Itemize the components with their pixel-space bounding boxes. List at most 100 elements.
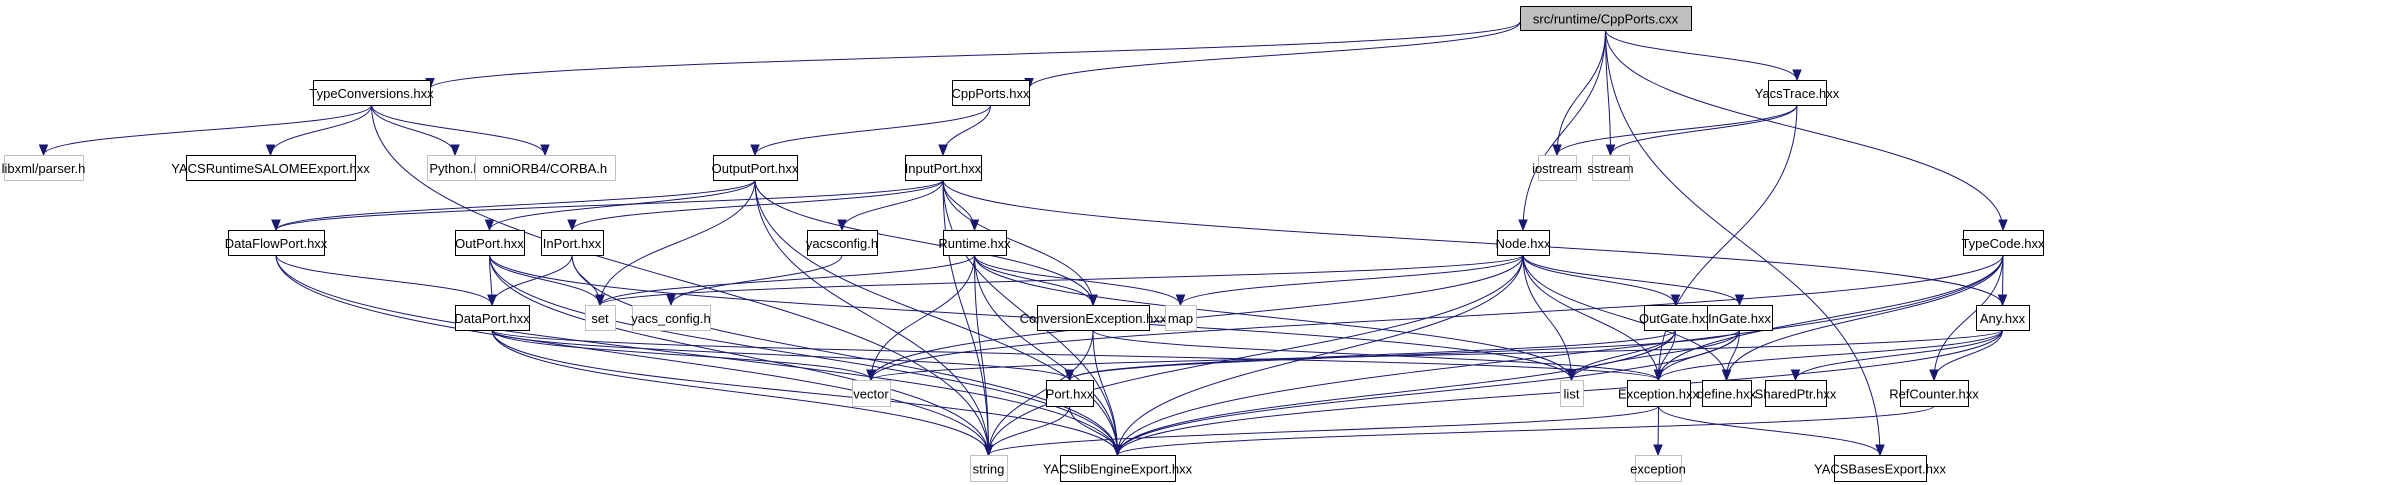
node-label: DataPort.hxx (454, 311, 530, 326)
node-OutGate[interactable]: OutGate.hxx (1639, 305, 1712, 331)
node-box[interactable] (905, 155, 982, 181)
arrowhead-InGate-to-list (1566, 369, 1577, 382)
arrowhead-TypeConversions-to-omniORB (540, 144, 550, 157)
node-DataFlowPort[interactable]: DataFlowPort.hxx (225, 230, 328, 256)
node-OutputPort[interactable]: OutputPort.hxx (712, 155, 799, 181)
node-TypeConversions[interactable]: TypeConversions.hxx (309, 80, 434, 106)
edge-Runtime-to-list (974, 254, 1572, 381)
edge-yacsconfig-to-yacs_config (670, 254, 843, 306)
node-box[interactable] (1963, 230, 2044, 256)
arrowhead-CppPortsH-to-InputPort (938, 144, 948, 157)
node-box[interactable] (1834, 455, 1927, 482)
arrowhead-Any-to-SharedPtr (1790, 369, 1801, 382)
node-box[interactable] (952, 80, 1030, 106)
node-label: OutputPort.hxx (712, 161, 799, 176)
node-DataPort[interactable]: DataPort.hxx (454, 305, 530, 331)
node-box[interactable] (1765, 380, 1827, 407)
node-InPort[interactable]: InPort.hxx (541, 230, 604, 256)
node-box[interactable] (1644, 305, 1708, 331)
edge-TypeConversions-to-libxml (43, 104, 372, 156)
node-box[interactable] (1060, 455, 1176, 482)
node-Port[interactable]: Port.hxx (1046, 380, 1094, 407)
arrowhead-InputPort-to-yacsconfig (837, 219, 847, 232)
node-Exception[interactable]: Exception.hxx (1618, 380, 1699, 407)
node-box (427, 155, 484, 181)
node-box[interactable] (186, 155, 356, 181)
node-box[interactable] (228, 230, 325, 256)
node-box[interactable] (1627, 380, 1691, 407)
edge-TypeConversions-to-string (371, 104, 989, 456)
node-box (4, 155, 84, 181)
node-label: yacs_config.h (631, 311, 711, 326)
node-label: Runtime.hxx (938, 236, 1011, 251)
node-Runtime[interactable]: Runtime.hxx (938, 230, 1011, 256)
node-RefCounter[interactable]: RefCounter.hxx (1889, 380, 1979, 407)
arrowhead-YacsTrace-to-iostream (1552, 144, 1562, 157)
arrowhead-Exception-to-YACSBasesExport (1875, 444, 1885, 457)
node-box[interactable] (455, 305, 530, 331)
node-box (475, 155, 616, 181)
edge-InPort-to-YACSlibEngineExport (571, 254, 1118, 456)
node-CppPortsH[interactable]: CppPorts.hxx (951, 80, 1030, 106)
edge-Node-to-map (1180, 254, 1524, 306)
edge-InGate-to-list (1571, 329, 1740, 381)
edge-YacsTrace-to-sstream (1610, 104, 1798, 156)
node-box[interactable] (313, 80, 431, 106)
node-label: TypeConversions.hxx (309, 86, 434, 101)
node-Any[interactable]: Any.hxx (1976, 305, 2030, 331)
arrowhead-InGate-to-Port (1064, 369, 1075, 382)
node-box[interactable] (455, 230, 525, 256)
edge-OutPort-to-list (489, 254, 1572, 381)
node-InputPort[interactable]: InputPort.hxx (905, 155, 982, 181)
edge-OutputPort-to-ConversionException (754, 179, 1094, 306)
node-omniORB: omniORB4/CORBA.h (475, 155, 616, 181)
node-box[interactable] (1497, 230, 1550, 256)
node-box[interactable] (541, 230, 604, 256)
edge-Runtime-to-ConversionException (974, 254, 1094, 306)
node-label: yacsconfig.h (806, 236, 878, 251)
node-OutPort[interactable]: OutPort.hxx (455, 230, 525, 256)
edge-Node-to-YACSlibEngineExport (1117, 254, 1524, 456)
node-define[interactable]: define.hxx (1697, 380, 1757, 407)
arrowhead-Any-to-Exception (1653, 369, 1664, 382)
node-TypeCode[interactable]: TypeCode.hxx (1961, 230, 2045, 256)
node-iostream: iostream (1532, 155, 1582, 181)
arrowhead-TypeCode-to-Any (1997, 294, 2008, 307)
node-box[interactable] (1046, 380, 1094, 407)
node-SharedPtr[interactable]: SharedPtr.hxx (1755, 380, 1837, 407)
node-ConversionException[interactable]: ConversionException.hxx (1020, 305, 1167, 331)
edge-DataPort-to-YACSlibEngineExport (491, 329, 1118, 456)
node-InGate[interactable]: InGate.hxx (1707, 305, 1773, 331)
edge-CppPortsH-to-OutputPort (754, 104, 991, 156)
node-box (1635, 455, 1682, 482)
node-Node[interactable]: Node.hxx (1496, 230, 1551, 256)
node-YACSBasesExport[interactable]: YACSBasesExport.hxx (1814, 455, 1946, 482)
node-yacsconfig[interactable]: yacsconfig.h (806, 230, 878, 256)
node-label: set (591, 311, 609, 326)
node-YACSlibEngineExport[interactable]: YACSlibEngineExport.hxx (1043, 455, 1193, 482)
edge-ConversionException-to-string (988, 329, 1094, 456)
arrowhead-TypeConversions-to-libxml (38, 144, 49, 157)
edge-Any-to-Exception (1658, 329, 2003, 381)
edge-OutPort-to-YACSlibEngineExport (489, 254, 1118, 456)
node-YACSRuntimeSALOMEExport[interactable]: YACSRuntimeSALOMEExport.hxx (171, 155, 370, 181)
node-label: RefCounter.hxx (1889, 387, 1979, 402)
node-box[interactable] (1037, 305, 1150, 331)
arrowhead-TypeConversions-to-Python (450, 144, 460, 157)
node-box[interactable] (1900, 380, 1969, 407)
node-label: YACSlibEngineExport.hxx (1043, 462, 1193, 477)
node-root[interactable]: src/runtime/CppPorts.cxx (1520, 6, 1692, 31)
node-box[interactable] (1976, 305, 2030, 331)
node-YacsTrace[interactable]: YacsTrace.hxx (1755, 80, 1840, 106)
node-box[interactable] (1707, 305, 1773, 331)
node-box[interactable] (807, 230, 878, 256)
edge-DataFlowPort-to-DataPort (275, 254, 493, 306)
node-box[interactable] (1702, 380, 1752, 407)
node-box (585, 305, 616, 331)
node-box[interactable] (1768, 80, 1827, 106)
node-box[interactable] (1520, 6, 1692, 31)
node-box[interactable] (713, 155, 798, 181)
node-box[interactable] (943, 230, 1007, 256)
arrowhead-Node-to-map (1175, 294, 1186, 307)
